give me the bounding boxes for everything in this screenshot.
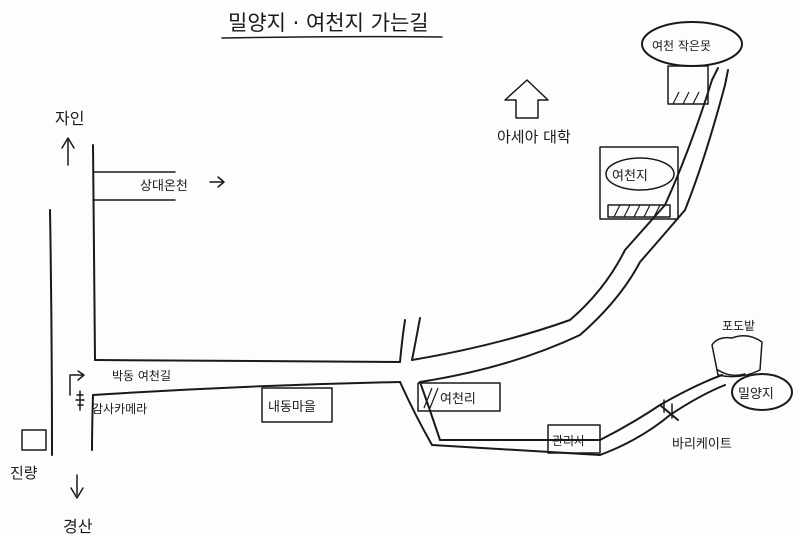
nae-village-label: 내동마을 — [268, 400, 316, 415]
jinryang-label: 진량 — [10, 464, 38, 482]
yeocheonji-block — [599, 146, 679, 220]
map-title: 밀양지 · 여천지 가는길 — [228, 11, 429, 35]
turn-arrow-icon — [69, 370, 85, 396]
jinryang-marker — [21, 429, 47, 451]
road-to-yeocheonji — [411, 67, 729, 383]
road-to-milyangji — [431, 374, 726, 456]
yeocheonji-label: 여천지 — [612, 169, 648, 184]
vineyard-block — [711, 335, 763, 378]
title-underline — [221, 35, 443, 39]
north-direction-label: 자인 — [55, 109, 84, 128]
gamsa-camera-label: 감사카메라 — [92, 402, 147, 416]
upper-pond-label: 여천 작은못 — [652, 38, 711, 53]
management-office-box — [547, 424, 601, 454]
university-label: 아세아 대학 — [497, 128, 571, 146]
main-road — [49, 144, 96, 456]
vineyard-label: 포도밭 — [722, 319, 755, 333]
university-arrow-icon — [504, 79, 549, 119]
barricade-label: 바리케이트 — [672, 437, 732, 452]
north-arrow-icon — [61, 137, 75, 166]
sangdae-arrow-icon — [209, 176, 225, 188]
bakdong-road — [92, 359, 401, 396]
barricade-icon — [659, 399, 679, 421]
yeocheon-ri-label: 여천리 — [440, 392, 476, 407]
camera-icon — [75, 390, 85, 411]
management-office-label: 관리사 — [552, 434, 585, 448]
upper-pond — [641, 21, 743, 105]
milyangji-label: 밀양지 — [738, 387, 774, 402]
milyangji-pond — [731, 373, 793, 411]
sangdae-label: 상대온천 — [140, 179, 188, 194]
bakdong-road-label: 박동 여천길 — [112, 368, 171, 383]
south-direction-label: 경산 — [63, 517, 93, 535]
nae-village-box — [261, 387, 333, 423]
yeocheon-ri-box — [417, 382, 501, 412]
south-arrow-icon — [70, 474, 84, 499]
sangdae-branch — [92, 171, 225, 201]
